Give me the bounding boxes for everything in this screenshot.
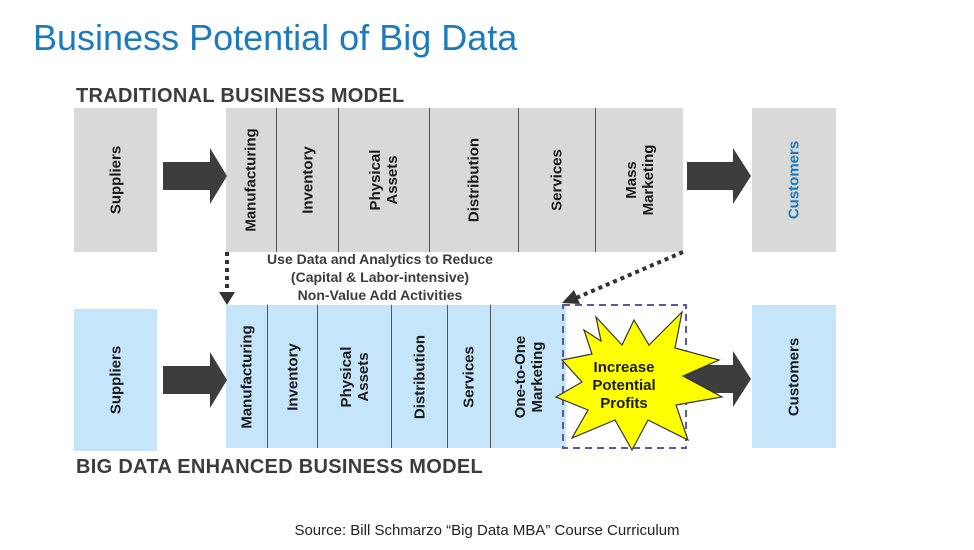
right-dotted-connector	[575, 250, 684, 300]
traditional-process-bar: Manufacturing Inventory Physical Assets …	[226, 108, 683, 252]
increase-profits-text: Increase Potential Profits	[592, 359, 656, 412]
traditional-step-services: Services	[519, 108, 596, 252]
traditional-step-manufacturing: Manufacturing	[226, 108, 277, 252]
traditional-step-inventory: Inventory	[277, 108, 339, 252]
left-dotted-arrowhead-icon	[219, 292, 235, 305]
enhanced-step-manufacturing: Manufacturing	[226, 305, 268, 448]
slide-title: Business Potential of Big Data	[33, 17, 518, 58]
traditional-suppliers-box: Suppliers	[74, 108, 157, 252]
analytics-caption-line-1: Use Data and Analytics to Reduce	[267, 251, 493, 267]
source-citation: Source: Bill Schmarzo “Big Data MBA” Cou…	[294, 522, 680, 539]
analytics-caption-line-2: (Capital & Labor-intensive)	[290, 269, 470, 285]
enhanced-step-services: Services	[448, 305, 491, 448]
enhanced-suppliers-box: Suppliers	[74, 309, 157, 451]
enhanced-model-label: BIG DATA ENHANCED BUSINESS MODEL	[76, 456, 484, 478]
analytics-caption: Use Data and Analytics to Reduce (Capita…	[250, 250, 510, 304]
analytics-caption-line-3: Non-Value Add Activities	[297, 287, 463, 303]
traditional-step-distribution: Distribution	[430, 108, 519, 252]
enhanced-step-physical-assets: Physical Assets	[318, 305, 392, 448]
traditional-model-label: TRADITIONAL BUSINESS MODEL	[76, 85, 405, 107]
arrow-suppliers-to-process-bottom-icon	[163, 352, 227, 408]
arrow-suppliers-to-process-top-icon	[163, 148, 227, 204]
profits-starburst-icon	[554, 310, 724, 452]
enhanced-customers-box: Customers	[752, 305, 836, 448]
traditional-step-physical-assets: Physical Assets	[339, 108, 430, 252]
enhanced-step-inventory: Inventory	[268, 305, 318, 448]
enhanced-process-bar: Manufacturing Inventory Physical Assets …	[226, 305, 566, 448]
arrow-process-to-customers-top-icon	[687, 148, 751, 204]
traditional-customers-box: Customers	[752, 108, 836, 252]
enhanced-step-distribution: Distribution	[392, 305, 448, 448]
right-dotted-arrowhead-icon	[562, 290, 580, 304]
